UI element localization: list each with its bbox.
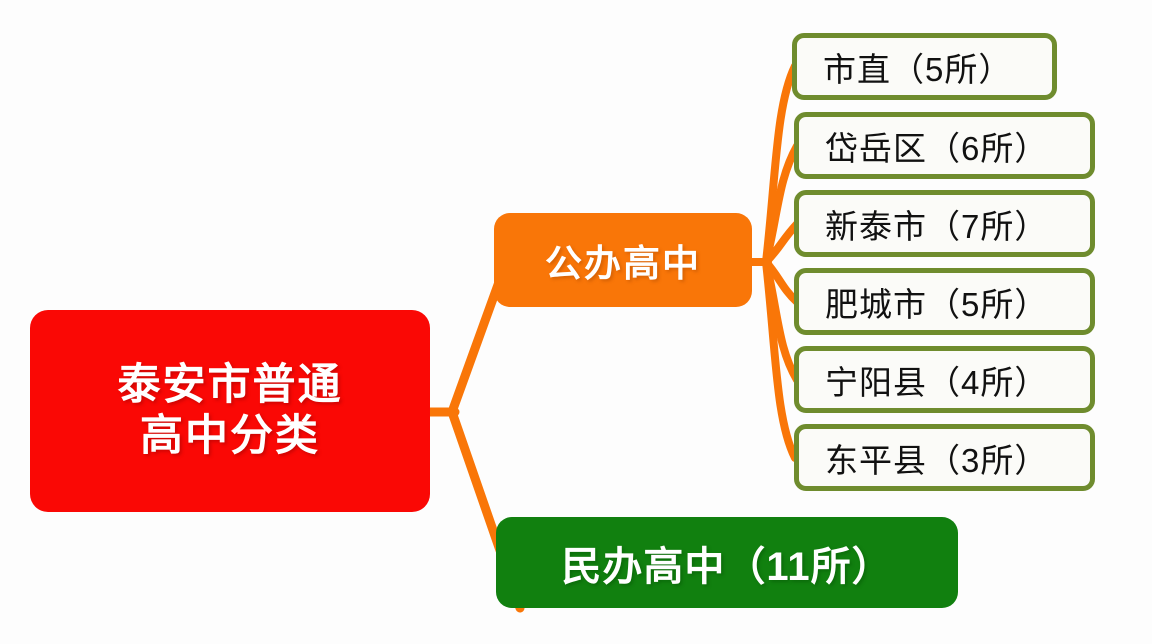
- branch-node-private-label: 民办高中（11所）: [561, 544, 893, 589]
- connector-public-to-leaf-3: [762, 220, 801, 266]
- leaf-node-label: 新泰市（7所）: [825, 207, 1049, 245]
- root-node-label-line-2: 高中分类: [140, 412, 320, 460]
- branch-node-private[interactable]: 民办高中（11所）: [496, 517, 958, 608]
- leaf-node-label: 肥城市（5所）: [825, 285, 1049, 323]
- leaf-node-label: 宁阳县（4所）: [825, 363, 1049, 401]
- connector-public-to-leaf-2: [762, 142, 801, 266]
- leaf-node-xintai[interactable]: 新泰市（7所）: [794, 190, 1095, 257]
- branch-node-public-label: 公办高中: [545, 243, 701, 284]
- connector-public-to-leaf-6: [762, 258, 799, 462]
- leaf-node-feicheng[interactable]: 肥城市（5所）: [794, 268, 1095, 335]
- leaf-node-dongping[interactable]: 东平县（3所）: [794, 424, 1095, 491]
- leaf-node-label: 市直（5所）: [823, 50, 1013, 88]
- branch-node-public[interactable]: 公办高中: [494, 213, 752, 307]
- leaf-node-label: 岱岳区（6所）: [825, 129, 1049, 167]
- root-node[interactable]: 泰安市普通 高中分类: [30, 310, 430, 512]
- leaf-node-daiyue[interactable]: 岱岳区（6所）: [794, 112, 1095, 179]
- leaf-node-label: 东平县（3所）: [825, 441, 1049, 479]
- root-node-label-line-1: 泰安市普通: [117, 361, 343, 410]
- leaf-node-ningyang[interactable]: 宁阳县（4所）: [794, 346, 1095, 413]
- leaf-node-shizhi[interactable]: 市直（5所）: [792, 33, 1057, 100]
